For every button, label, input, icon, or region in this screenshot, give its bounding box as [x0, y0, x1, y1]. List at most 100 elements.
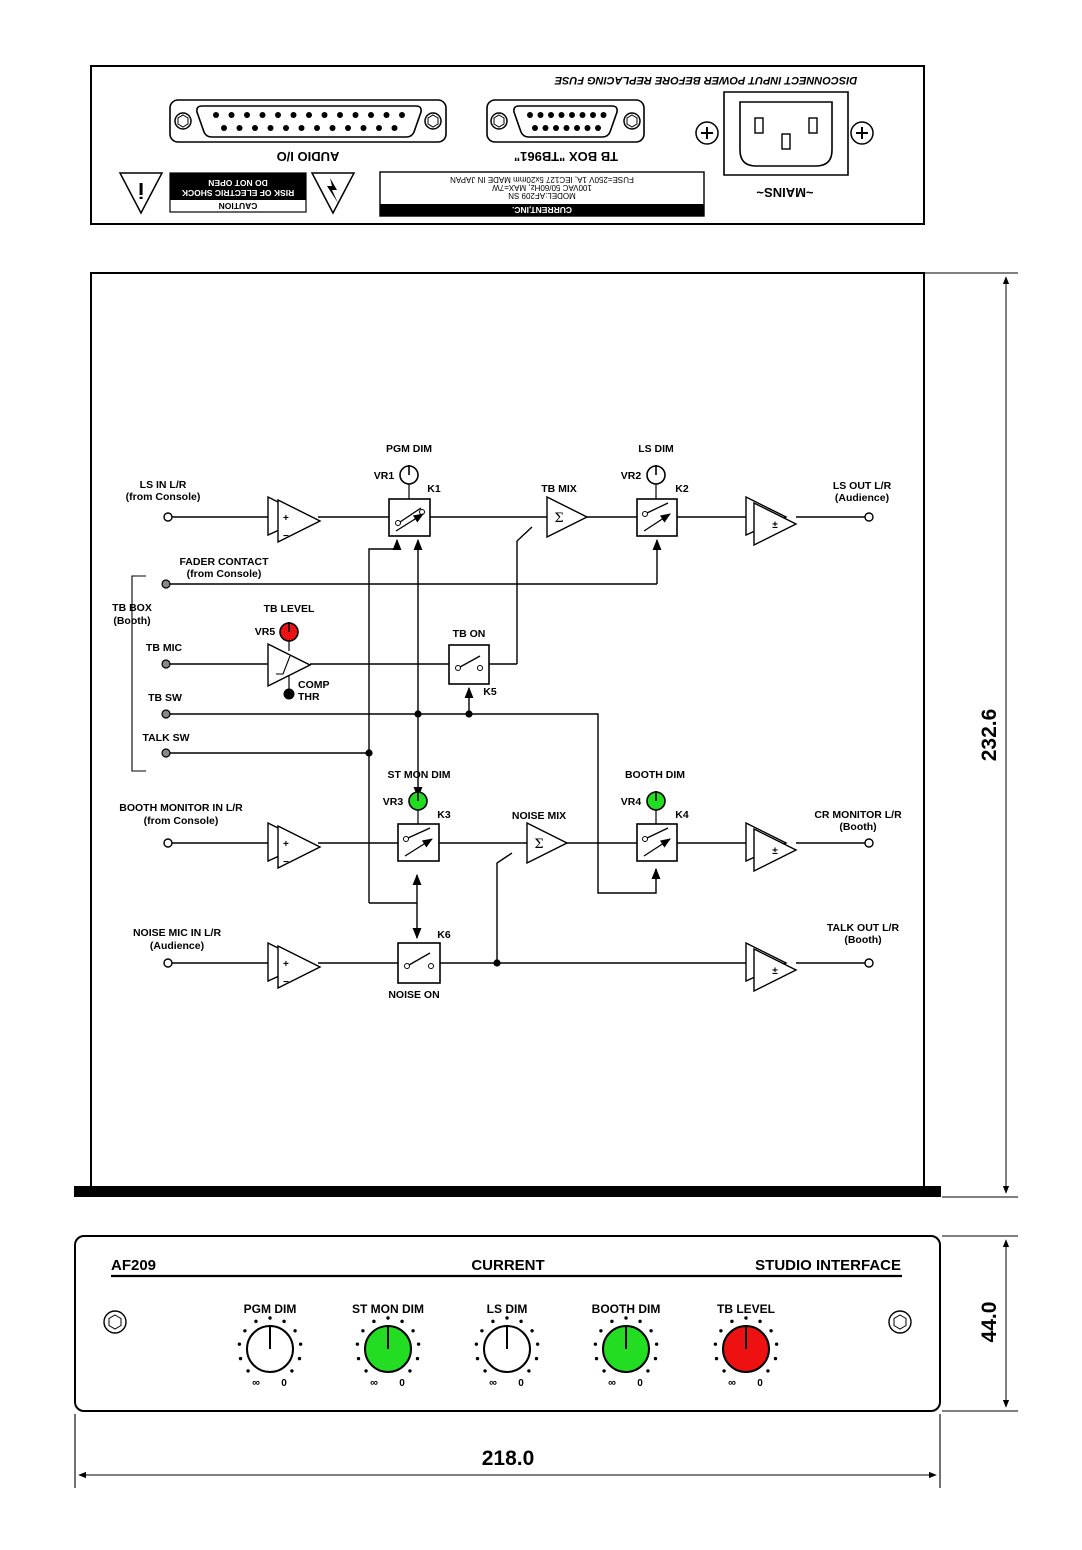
- scale-dot: [483, 1369, 487, 1373]
- connector-pin: [579, 112, 586, 118]
- input-amp-booth: + −: [267, 821, 322, 870]
- scale-dot: [246, 1369, 250, 1373]
- scale-dot: [646, 1369, 650, 1373]
- booth-dim-label: BOOTH DIM: [625, 769, 685, 781]
- scale-dot: [774, 1342, 779, 1346]
- talk-out-label: TALK OUT L/R: [827, 922, 900, 934]
- scale-dot: [243, 1329, 247, 1333]
- scale-dot: [638, 1319, 642, 1324]
- k2-label: K2: [675, 483, 689, 495]
- noise-mix-summer: Σ: [526, 821, 569, 865]
- svg-text:±: ±: [772, 846, 778, 857]
- knob-label: ST MON DIM: [352, 1302, 424, 1316]
- pot-vr3: [408, 791, 428, 824]
- scale-dot: [773, 1356, 778, 1361]
- booth-mon-label: BOOTH MONITOR IN L/R: [119, 802, 243, 814]
- connector-pin: [532, 125, 538, 131]
- relay-k1: [388, 498, 431, 537]
- rack-screw-right: [888, 1310, 912, 1334]
- lightning-icon: [327, 178, 338, 203]
- scale-dot: [593, 1342, 598, 1346]
- scale-dot: [408, 1369, 412, 1373]
- ls-out-sub: (Audience): [835, 492, 889, 504]
- connector-pin: [376, 125, 382, 131]
- scale-dot: [298, 1342, 303, 1346]
- knob-st-mon-dim[interactable]: ST MON DIM∞0: [352, 1302, 424, 1389]
- connector-pin: [383, 112, 390, 118]
- comp-label: COMP: [298, 679, 330, 691]
- scale-dot: [268, 1316, 272, 1320]
- relay-k2: [636, 498, 678, 537]
- knob-pgm-dim[interactable]: PGM DIM∞0: [237, 1302, 303, 1389]
- k6-label: K6: [437, 929, 451, 941]
- scale-dot: [654, 1342, 659, 1346]
- connector-pin: [306, 112, 312, 118]
- svg-text:−: −: [283, 977, 289, 988]
- relay-k3: [397, 823, 440, 862]
- scale-dot: [480, 1329, 484, 1333]
- connector-pin: [267, 125, 274, 131]
- front-model: AF209: [111, 1257, 156, 1274]
- tb-level-label: TB LEVEL: [264, 603, 315, 615]
- ls-dim-label: LS DIM: [638, 443, 674, 455]
- k3-label: K3: [437, 809, 451, 821]
- ls-in-sub: (from Console): [126, 491, 201, 503]
- scale-dot: [535, 1342, 540, 1346]
- tb-box-connector: [486, 99, 645, 143]
- fader-sub: (from Console): [187, 568, 262, 580]
- block-diagram: + − + − + − ± ± ±: [74, 272, 941, 1197]
- k1-label: K1: [427, 483, 441, 495]
- output-amp-cr: ±: [745, 821, 798, 873]
- rear-panel: DISCONNECT INPUT POWER BEFORE REPLACING …: [90, 65, 925, 225]
- connector-pin: [574, 125, 580, 131]
- scale-dot: [519, 1319, 523, 1324]
- vr3-label: VR3: [383, 796, 404, 808]
- scale-dot: [594, 1356, 599, 1361]
- vr1-label: VR1: [374, 470, 395, 482]
- scale-dot: [719, 1329, 723, 1333]
- connector-pin: [537, 112, 544, 118]
- scale-dot: [356, 1356, 361, 1361]
- knob-ls-dim[interactable]: LS DIM∞0: [474, 1302, 540, 1389]
- knob-booth-dim[interactable]: BOOTH DIM∞0: [592, 1302, 661, 1389]
- connector-pin: [590, 112, 596, 118]
- pot-vr1: [399, 465, 419, 499]
- connector-pin: [391, 125, 398, 131]
- scale-min-label: ∞: [370, 1377, 378, 1389]
- scale-dot: [355, 1342, 360, 1346]
- connector-pin: [337, 112, 343, 118]
- input-amp-noise: + −: [267, 941, 322, 990]
- scale-dot: [758, 1319, 762, 1324]
- front-panel: AF209 CURRENT STUDIO INTERFACE PGM DIM∞0…: [74, 1235, 941, 1412]
- scale-max-label: 0: [518, 1378, 524, 1389]
- st-mon-dim-label: ST MON DIM: [388, 769, 451, 781]
- scale-min-label: ∞: [252, 1377, 260, 1389]
- input-amp-ls: + −: [267, 495, 322, 544]
- scale-dot: [534, 1356, 539, 1361]
- knob-label: PGM DIM: [244, 1302, 297, 1316]
- scale-dot: [400, 1319, 404, 1324]
- scale-dot: [290, 1369, 294, 1373]
- rear-warning-text: DISCONNECT INPUT POWER BEFORE REPLACING …: [554, 74, 857, 86]
- scale-dot: [361, 1329, 365, 1333]
- scale-min-label: ∞: [608, 1377, 616, 1389]
- scale-dot: [293, 1329, 297, 1333]
- ls-in-label: LS IN L/R: [140, 479, 187, 491]
- knob-tb-level[interactable]: TB LEVEL∞0: [713, 1302, 779, 1389]
- scale-dot: [474, 1342, 479, 1346]
- scale-dot: [610, 1319, 614, 1324]
- connector-pin: [213, 112, 219, 118]
- scale-dot: [238, 1356, 243, 1361]
- scale-dot: [386, 1316, 390, 1320]
- pot-vr4: [646, 791, 666, 824]
- wires: [131, 516, 866, 964]
- tb-box-label: TB BOX: [112, 602, 152, 614]
- connector-pin: [399, 112, 405, 118]
- scale-dot: [491, 1319, 495, 1324]
- scale-dot: [744, 1316, 748, 1320]
- connector-pin: [595, 125, 601, 131]
- scale-max-label: 0: [757, 1378, 763, 1389]
- connector-pin: [563, 125, 570, 131]
- connector-pin: [553, 125, 559, 131]
- svg-text:+: +: [283, 513, 289, 524]
